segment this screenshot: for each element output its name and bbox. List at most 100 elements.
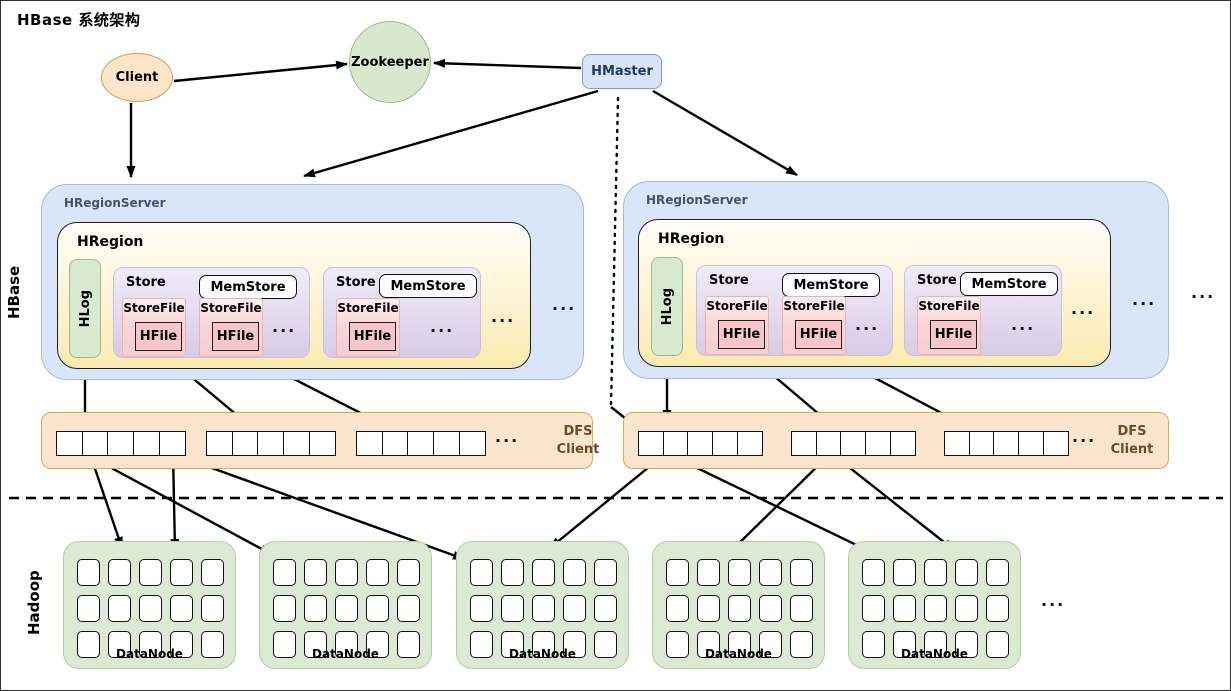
datanode-cell bbox=[563, 559, 586, 586]
datanode-cell bbox=[759, 559, 782, 586]
datanode-cell bbox=[501, 631, 524, 658]
store-label: Store bbox=[917, 273, 957, 288]
datanode-cell bbox=[893, 559, 916, 586]
dfs-block-group bbox=[355, 431, 487, 456]
datanode-cell bbox=[790, 631, 813, 658]
datanode-cell bbox=[366, 559, 389, 586]
datanode-cell bbox=[77, 595, 100, 622]
datanode-3: DataNode bbox=[456, 541, 629, 669]
ellipsis-more-blocks: ... bbox=[1072, 427, 1097, 446]
ellipsis-more-blocks: ... bbox=[495, 427, 520, 446]
memstore: MemStore bbox=[379, 274, 477, 298]
dfs-cell bbox=[840, 431, 867, 456]
datanode-cell bbox=[273, 595, 296, 622]
dfs-block-group bbox=[205, 431, 337, 456]
hmaster-label: HMaster bbox=[591, 64, 653, 79]
client-label: Client bbox=[115, 70, 159, 85]
datanode-cell bbox=[697, 631, 720, 658]
storefile: StoreFile HFile bbox=[199, 298, 263, 357]
datanode-cell bbox=[501, 595, 524, 622]
datanode-cell bbox=[170, 631, 193, 658]
hfile-label: HFile bbox=[799, 327, 838, 342]
datanode-cell bbox=[728, 595, 751, 622]
datanode-cell bbox=[563, 631, 586, 658]
arrow-dfsleft-to-datanode1a bbox=[89, 456, 124, 549]
dfs-cell bbox=[81, 431, 109, 456]
memstore-label: MemStore bbox=[971, 276, 1047, 292]
dfs-label-line2: Client bbox=[1110, 441, 1154, 457]
datanode-cell bbox=[986, 631, 1009, 658]
dfs-cell bbox=[712, 431, 739, 456]
dfs-cell bbox=[790, 431, 817, 456]
ellipsis-more-hregions-right: ... bbox=[1132, 290, 1157, 309]
dfs-cell bbox=[968, 431, 995, 456]
datanode-cell bbox=[139, 559, 162, 586]
storefile-label: StoreFile bbox=[337, 301, 399, 315]
datanode-cell bbox=[366, 595, 389, 622]
dfs-cell bbox=[159, 431, 187, 456]
storefile-label: StoreFile bbox=[123, 301, 185, 315]
ellipsis-more-storefiles: ... bbox=[855, 315, 880, 334]
datanode-cell bbox=[728, 559, 751, 586]
hregion-right-label: HRegion bbox=[658, 231, 725, 247]
datanode-cell bbox=[304, 631, 327, 658]
hfile: HFile bbox=[135, 322, 182, 351]
dfs-block-group bbox=[790, 431, 917, 456]
datanode-cell bbox=[273, 631, 296, 658]
store-left-2: Store MemStore StoreFile HFile ... bbox=[323, 267, 481, 358]
datanode-2: DataNode bbox=[259, 541, 432, 669]
datanode-cell bbox=[666, 559, 689, 586]
dfs-cell bbox=[107, 431, 135, 456]
arrow-hmaster-to-zookeeper bbox=[433, 58, 582, 70]
dfs-cell bbox=[55, 431, 83, 456]
datanode-cell bbox=[594, 559, 617, 586]
datanode-cell bbox=[594, 595, 617, 622]
datanode-cell bbox=[893, 631, 916, 658]
datanode-cell bbox=[790, 559, 813, 586]
datanode-cell bbox=[697, 595, 720, 622]
dfs-cell bbox=[687, 431, 714, 456]
hregionserver-left-label: HRegionServer bbox=[64, 196, 166, 210]
dfs-cell bbox=[637, 431, 664, 456]
dotted-line-hmaster-to-dfs bbox=[609, 96, 620, 407]
dfs-cell bbox=[1043, 431, 1070, 456]
datanode-cell bbox=[986, 595, 1009, 622]
hmaster-node: HMaster bbox=[582, 54, 662, 89]
dfs-cell bbox=[381, 431, 409, 456]
hlog-left: HLog bbox=[69, 259, 101, 358]
dfs-cell bbox=[283, 431, 311, 456]
store-right-1: Store MemStore StoreFile HFile StoreFile… bbox=[696, 265, 893, 356]
datanode-cell bbox=[397, 559, 420, 586]
hfile: HFile bbox=[718, 320, 765, 349]
zookeeper-label: Zookeeper bbox=[351, 54, 429, 70]
store-label: Store bbox=[709, 273, 749, 288]
memstore: MemStore bbox=[960, 272, 1058, 296]
datanode-cell bbox=[366, 631, 389, 658]
datanode-block-grid bbox=[273, 559, 420, 658]
datanode-cell bbox=[470, 559, 493, 586]
datanode-label: DataNode bbox=[509, 647, 576, 661]
datanode-cell bbox=[924, 595, 947, 622]
hregion-left-label: HRegion bbox=[77, 234, 144, 250]
store-label: Store bbox=[126, 275, 166, 290]
storefile: StoreFile HFile bbox=[336, 298, 400, 357]
datanode-cell bbox=[108, 595, 131, 622]
store-label: Store bbox=[336, 275, 376, 290]
arrow-hmaster-to-regionserver-left bbox=[303, 89, 599, 178]
dfs-label-line1: DFS bbox=[563, 424, 593, 439]
datanode-cell bbox=[201, 595, 224, 622]
store-left-1: Store MemStore StoreFile HFile StoreFile… bbox=[113, 267, 310, 358]
ellipsis-more-stores-left: ... bbox=[491, 307, 516, 326]
storefile-label: StoreFile bbox=[200, 301, 262, 315]
datanode-cell bbox=[666, 595, 689, 622]
datanode-cell bbox=[273, 559, 296, 586]
hfile-label: HFile bbox=[353, 329, 392, 344]
dfs-block-group bbox=[943, 431, 1070, 456]
storefile: StoreFile HFile bbox=[122, 298, 186, 357]
memstore: MemStore bbox=[782, 273, 880, 297]
hlog-right: HLog bbox=[651, 257, 683, 356]
datanode-cell bbox=[501, 559, 524, 586]
datanode-cell bbox=[924, 631, 947, 658]
datanode-cell bbox=[532, 559, 555, 586]
